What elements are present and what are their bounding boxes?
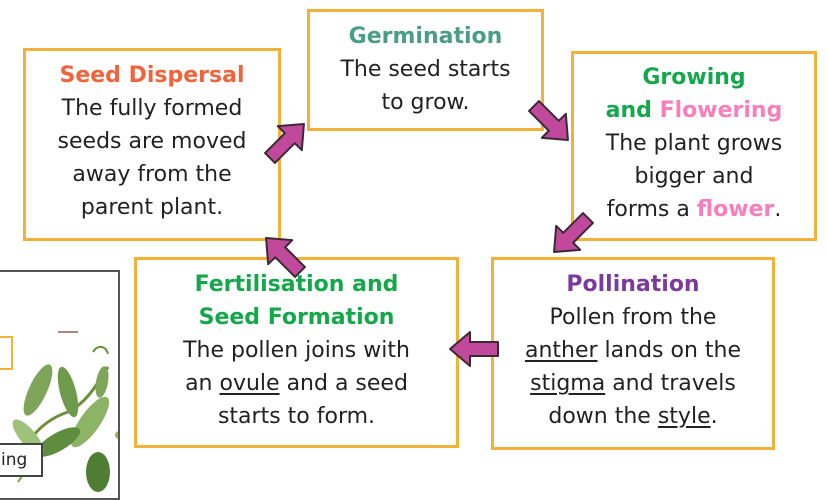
pollination-line-3-rest: and travels	[612, 371, 736, 396]
fertilisation-box: Fertilisation and Seed Formation The pol…	[134, 257, 459, 448]
seed-dispersal-line-1: The fully formed	[61, 96, 243, 121]
pollination-line-4-text: down the	[548, 404, 651, 429]
growing-line-3-end: .	[774, 197, 782, 222]
image-label-bottom: ing	[0, 443, 43, 477]
growing-line-2: bigger and	[634, 164, 754, 189]
pollination-box: Pollination Pollen from the anther lands…	[491, 257, 775, 450]
growing-title-flowering: Flowering	[659, 98, 783, 123]
growing-title-and: and	[605, 98, 652, 123]
style-word: style	[657, 404, 711, 429]
fertilisation-line-1: The pollen joins with	[183, 338, 410, 363]
germination-box: Germination The seed starts to grow.	[307, 9, 544, 131]
growing-line-3-text: forms a	[606, 197, 690, 222]
fertilisation-title-and: and	[352, 272, 399, 297]
seed-formation-title: Seed Formation	[198, 305, 395, 330]
fertilisation-title-word: Fertilisation	[194, 272, 345, 297]
image-label-text: ing	[1, 450, 28, 470]
pollination-line-4-end: .	[710, 404, 718, 429]
seed-dispersal-title: Seed Dispersal	[59, 63, 245, 88]
cycle-arrows	[253, 92, 602, 367]
anther-word: anther	[524, 338, 598, 363]
ovule-word: ovule	[219, 371, 280, 396]
arrow-dispersal-to-germination	[256, 111, 317, 172]
growing-flowering-box: Growing and Flowering The plant grows bi…	[571, 51, 817, 241]
seed-dispersal-line-2: seeds are moved	[57, 129, 247, 154]
seed-dispersal-line-3: away from the	[72, 162, 232, 187]
growing-title-line-1: Growing	[642, 65, 746, 90]
arrow-fertilisation-to-dispersal	[253, 225, 314, 286]
seed-dispersal-box: Seed Dispersal The fully formed seeds ar…	[23, 48, 281, 241]
stigma-word: stigma	[530, 371, 606, 396]
growing-line-1: The plant grows	[605, 131, 783, 156]
pollination-line-1: Pollen from the	[549, 305, 717, 330]
image-label-top	[0, 336, 13, 370]
fertilisation-line-2b: and a seed	[286, 371, 408, 396]
pollination-title: Pollination	[566, 272, 700, 297]
germination-title: Germination	[348, 24, 503, 49]
fertilisation-line-3: starts to form.	[217, 404, 376, 429]
fertilisation-line-2a: an	[185, 371, 213, 396]
flower-word: flower	[696, 197, 775, 222]
arrow-germination-to-growing	[520, 92, 581, 153]
pollination-line-2-rest: lands on the	[604, 338, 742, 363]
arrow-pollination-to-fertilisation	[449, 331, 499, 367]
seed-dispersal-line-4: parent plant.	[80, 195, 224, 220]
germination-text: The seed starts to grow.	[340, 57, 511, 115]
arrow-growing-to-pollination	[541, 204, 602, 265]
